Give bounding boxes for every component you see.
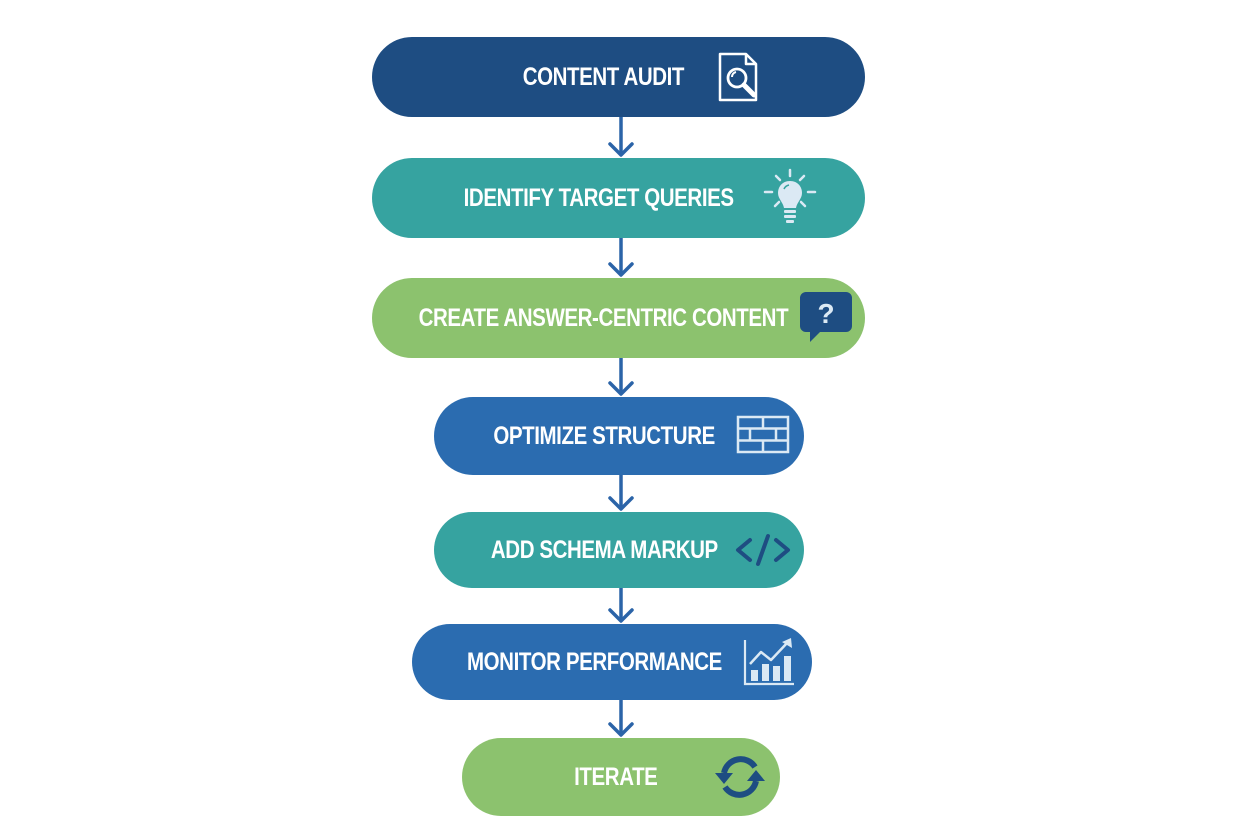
brick-structure-icon [736, 415, 790, 455]
refresh-cycle-icon [712, 751, 768, 803]
connector-arrow [606, 117, 636, 158]
connector-arrow [606, 358, 636, 397]
connector-arrow [606, 700, 636, 738]
connector-arrow [606, 588, 636, 624]
lightbulb-icon [762, 168, 818, 228]
connector-arrow [606, 238, 636, 278]
code-icon [734, 532, 792, 568]
step-create-answer-centric-content[interactable]: CREATE ANSWER-CENTRIC CONTENT ? [372, 278, 865, 358]
step-label: OPTIMIZE STRUCTURE [493, 421, 715, 450]
step-iterate[interactable]: ITERATE [462, 738, 780, 816]
step-add-schema-markup[interactable]: ADD SCHEMA MARKUP [434, 512, 804, 588]
growth-chart-icon [742, 636, 796, 688]
step-content-audit[interactable]: CONTENT AUDIT [372, 37, 865, 117]
step-label: CONTENT AUDIT [522, 62, 685, 91]
connector-arrow [606, 475, 636, 512]
svg-text:?: ? [817, 298, 834, 329]
question-bubble-icon: ? [800, 290, 854, 346]
step-optimize-structure[interactable]: OPTIMIZE STRUCTURE [434, 397, 804, 475]
step-label: CREATE ANSWER-CENTRIC CONTENT [418, 303, 789, 332]
step-label: IDENTIFY TARGET QUERIES [463, 183, 734, 212]
step-identify-target-queries[interactable]: IDENTIFY TARGET QUERIES [372, 158, 865, 238]
step-label: ITERATE [574, 762, 658, 791]
step-monitor-performance[interactable]: MONITOR PERFORMANCE [412, 624, 812, 700]
step-label: ADD SCHEMA MARKUP [490, 535, 718, 564]
document-search-icon [714, 51, 764, 103]
step-label: MONITOR PERFORMANCE [467, 647, 722, 676]
